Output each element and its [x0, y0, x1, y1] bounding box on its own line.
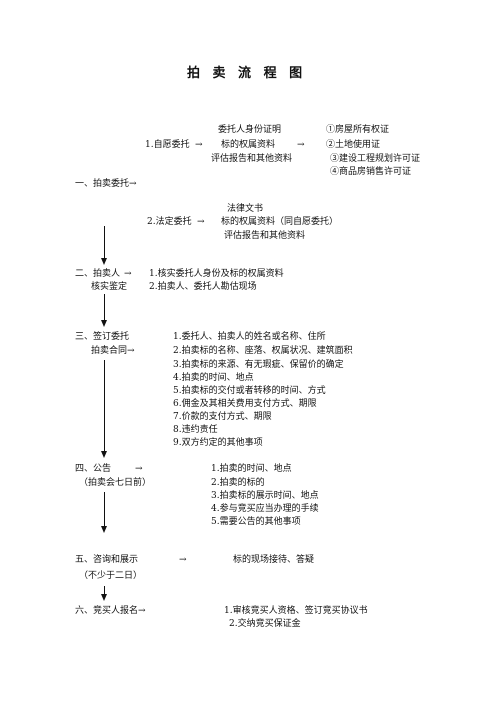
flow-line-5	[104, 586, 105, 595]
section-2-arrow: →	[124, 269, 132, 279]
section-4-arrow: →	[135, 464, 143, 474]
contract-item-6: 6.佣金及其相关费用支付方式、期限	[173, 399, 317, 409]
section-2-item-1: 1.核实委托人身份及标的权属资料	[149, 269, 284, 279]
legal-arrow: →	[197, 217, 205, 227]
section-5-arrow: →	[179, 555, 187, 565]
section-5-heading-line1: 五、咨询和展示	[75, 555, 139, 565]
register-item-2: 2.交纳竞买保证金	[229, 619, 301, 629]
contract-item-8: 8.违约责任	[173, 425, 218, 435]
contract-item-9: 9.双方约定的其他事项	[173, 438, 263, 448]
section-1-heading: 一、拍卖委托→	[75, 179, 137, 189]
register-item-1: 1.审核竞买人资格、签订竞买协议书	[224, 606, 368, 616]
section-4-heading-line2: （拍卖会七日前）	[79, 478, 152, 488]
voluntary-entrust-label: 1.自愿委托	[145, 140, 190, 150]
notice-item-1: 1.拍卖的时间、地点	[211, 464, 292, 474]
notice-item-3: 3.拍卖标的展示时间、地点	[211, 491, 319, 501]
flow-arrow-head-3	[101, 451, 107, 458]
voluntary-arrow-to-certs: →	[297, 140, 305, 150]
section-2-heading-line1: 二、拍卖人	[75, 269, 121, 279]
flow-arrow-head-4	[101, 526, 107, 533]
section-2-heading-line2: 核实鉴定	[91, 282, 128, 292]
flow-line-3	[104, 360, 105, 452]
legal-entrust-label: 2.法定委托	[147, 217, 192, 227]
notice-item-4: 4.参与竞买应当办理的手续	[211, 504, 319, 514]
page-title: 拍 卖 流 程 图	[187, 66, 307, 81]
legal-item-document: 法律文书	[227, 204, 264, 214]
cert-land-use: ②土地使用证	[326, 140, 381, 150]
section-5-text: 标的现场接待、答疑	[233, 555, 315, 565]
contract-item-5: 5.拍卖标的交付或者转移的时间、方式	[173, 386, 326, 396]
cert-construction-permit: ③建设工程规划许可证	[330, 154, 421, 164]
section-4-heading-line1: 四、公告	[75, 464, 112, 474]
legal-item-ownership: 标的权属资料（同自愿委托）	[221, 217, 339, 227]
notice-item-2: 2.拍卖的标的	[211, 478, 265, 488]
cert-house-ownership: ①房屋所有权证	[326, 125, 390, 135]
flow-line-1	[104, 226, 105, 259]
flow-arrow-head-1	[101, 258, 107, 265]
contract-item-4: 4.拍卖的时间、地点	[173, 373, 254, 383]
section-6-heading: 六、竞买人报名→	[75, 606, 146, 616]
section-5-heading-line2: （不少于二日）	[79, 571, 143, 581]
cert-sales-permit: ④商品房销售许可证	[330, 167, 412, 177]
voluntary-item-identity: 委托人身份证明	[218, 125, 282, 135]
section-2-item-2: 2.拍卖人、委托人勘估现场	[149, 282, 257, 292]
contract-item-7: 7.价款的支付方式、期限	[173, 412, 272, 422]
legal-item-appraisal: 评估报告和其他资料	[224, 231, 306, 241]
section-3-heading-line2: 拍卖合同→	[91, 346, 135, 356]
contract-item-1: 1.委托人、拍卖人的姓名或名称、住所	[173, 332, 326, 342]
flow-line-2	[104, 294, 105, 321]
voluntary-arrow: →	[195, 140, 203, 150]
flow-line-4	[104, 492, 105, 527]
flow-arrow-head-5	[101, 594, 107, 601]
voluntary-item-ownership: 标的权属资料	[221, 140, 276, 150]
flow-arrow-head-2	[101, 320, 107, 327]
voluntary-item-appraisal: 评估报告和其他资料	[211, 154, 293, 164]
contract-item-2: 2.拍卖标的名称、座落、权属状况、建筑面积	[173, 346, 353, 356]
section-3-heading-line1: 三、签订委托	[75, 332, 130, 342]
contract-item-3: 3.拍卖标的来源、有无瑕疵、保留价的确定	[173, 360, 344, 370]
notice-item-5: 5.需要公告的其他事项	[211, 517, 301, 527]
